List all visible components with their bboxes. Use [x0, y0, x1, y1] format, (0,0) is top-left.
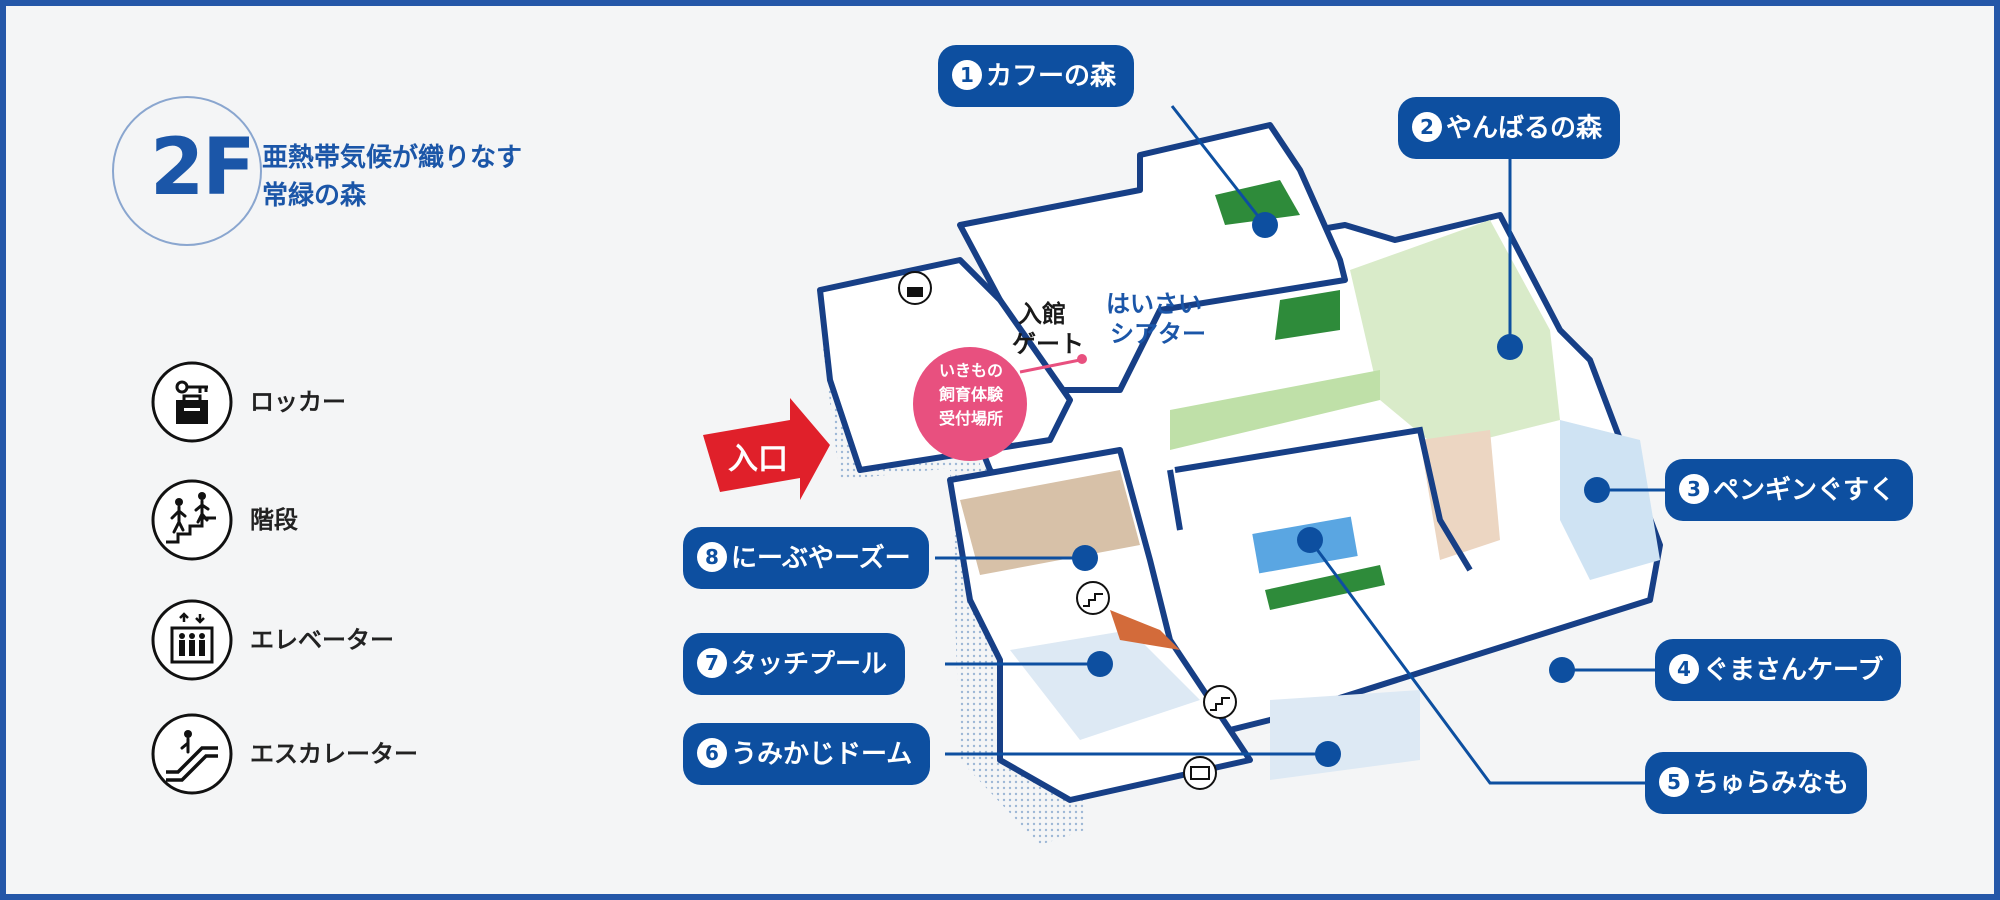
map-stairs-icon	[1076, 581, 1110, 615]
forest-patch	[1275, 290, 1340, 340]
legend-label-locker: ロッカー	[250, 388, 346, 416]
map-stairs-icon	[1203, 685, 1237, 719]
floor-title-line1: 亜熱帯気候が織りなす	[262, 143, 523, 173]
central-forest	[1265, 565, 1385, 610]
water-area	[1560, 420, 1660, 580]
area-name-8: にーぶやーズー	[731, 543, 911, 574]
area-dot-3	[1584, 477, 1610, 503]
legend-label-escalator: エスカレーター	[250, 740, 418, 768]
area-number-1: 1	[952, 59, 982, 90]
legend-item-stairs: 階段	[150, 478, 490, 562]
forest-patch	[1215, 180, 1300, 225]
reception-pointer	[1019, 358, 1081, 374]
reception-label-line1: いきもの	[938, 361, 1003, 380]
elevator-icon	[151, 599, 233, 681]
legend-item-locker: ロッカー	[150, 360, 490, 444]
reception-label-line3: 受付場所	[938, 409, 1003, 428]
theater-label-line2: シアター	[1110, 320, 1206, 348]
water-area	[1270, 690, 1420, 780]
reception-label-line2: 飼育体験	[938, 385, 1003, 404]
entrance-arrow	[703, 398, 830, 500]
forest-area	[1170, 370, 1380, 450]
floor-title-line2: 常緑の森	[262, 181, 367, 211]
legend-label-stairs: 階段	[250, 506, 298, 534]
entrance-label: 入口	[728, 442, 788, 477]
escalator-shape	[1110, 610, 1180, 650]
area-name-2: やんばるの森	[1446, 113, 1603, 144]
floor-number: 2F	[150, 123, 256, 213]
map-elevator-icon	[1183, 756, 1217, 790]
area-name-5: ちゅらみなも	[1693, 768, 1850, 799]
area-dot-7	[1087, 651, 1113, 677]
water-area	[1010, 630, 1200, 740]
area-dot-5	[1297, 527, 1323, 553]
forest-area	[1350, 220, 1560, 450]
legend-label-elevator: エレベーター	[250, 626, 394, 654]
gate-label-line2: ゲート	[1012, 330, 1084, 358]
area-number-6: 6	[697, 737, 727, 768]
area-number-2: 2	[1412, 111, 1442, 142]
stairs-icon	[151, 479, 233, 561]
area-name-7: タッチプール	[731, 649, 888, 680]
area-dot-1	[1252, 212, 1278, 238]
area-number-4: 4	[1669, 653, 1699, 684]
rock-area	[1420, 430, 1500, 560]
theater-label-line1: はいさい	[1106, 290, 1202, 318]
reception-pointer-dot	[1077, 354, 1087, 364]
area-dot-8	[1072, 545, 1098, 571]
map-locker-icon	[898, 271, 932, 305]
area-name-1: カフーの森	[986, 61, 1117, 92]
area-number-7: 7	[697, 647, 727, 678]
floor-badge	[112, 96, 262, 246]
area-name-3: ペンギンぐすく	[1713, 475, 1896, 506]
area-dots	[1072, 212, 1610, 767]
escalator-icon	[151, 713, 233, 795]
inner-wall	[1174, 426, 1473, 572]
locker-icon	[151, 361, 233, 443]
callout-line-5	[1308, 539, 1645, 785]
area-dot-2	[1497, 334, 1523, 360]
area-number-3: 3	[1679, 473, 1709, 504]
legend-item-escalator: エスカレーター	[150, 712, 490, 796]
area-dot-4	[1549, 657, 1575, 683]
area-name-4: ぐまさんケーブ	[1703, 655, 1884, 686]
rock-area	[960, 470, 1140, 575]
inner-wall	[1167, 469, 1183, 531]
area-number-5: 5	[1659, 766, 1689, 797]
legend-item-elevator: エレベーター	[150, 598, 490, 682]
reception-circle	[913, 347, 1027, 461]
area-name-6: うみかじドーム	[731, 739, 913, 770]
area-number-8: 8	[697, 541, 727, 572]
area-dot-6	[1315, 741, 1341, 767]
gate-label-line1: 入館	[1018, 300, 1066, 328]
callout-line-1	[1170, 105, 1267, 226]
